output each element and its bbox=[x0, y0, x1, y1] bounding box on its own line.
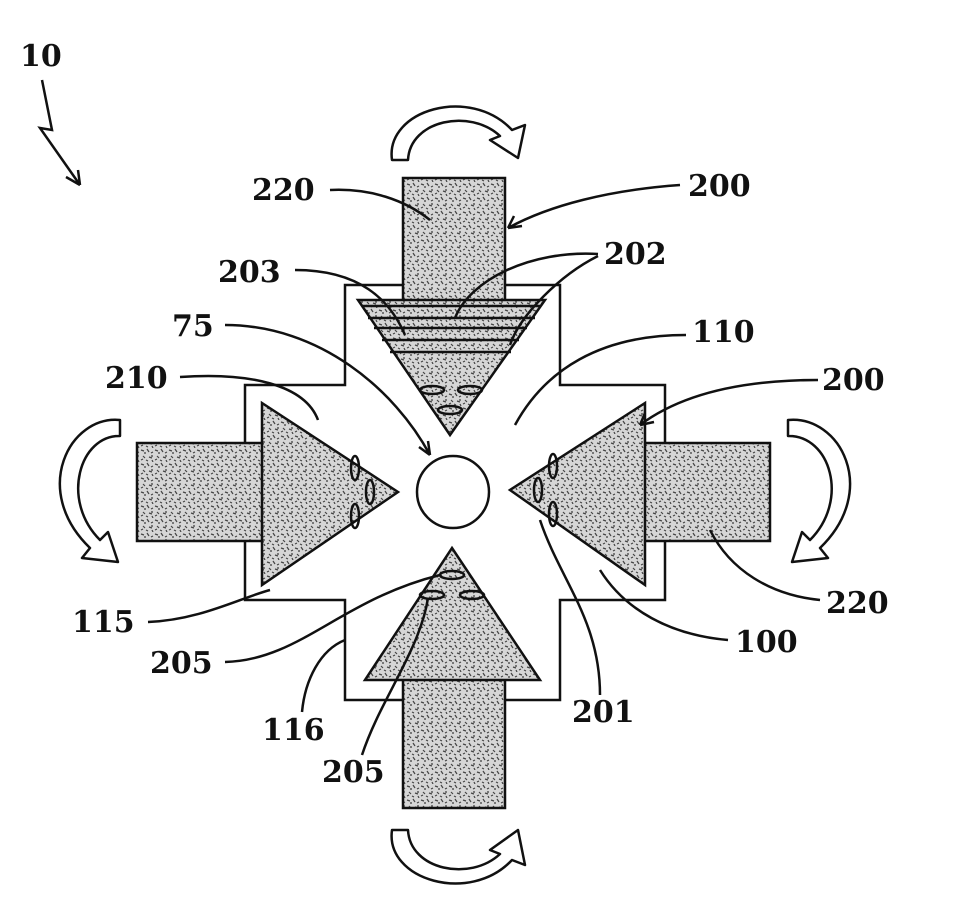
label-220-top: 220 bbox=[252, 173, 315, 208]
label-10: 10 bbox=[20, 39, 62, 74]
label-220-right: 220 bbox=[826, 586, 889, 621]
leader-210 bbox=[179, 374, 320, 421]
label-200-right: 200 bbox=[822, 363, 885, 398]
leader-202 bbox=[453, 252, 599, 346]
right-die bbox=[507, 400, 772, 588]
leader-75 bbox=[224, 323, 432, 457]
leader-10 bbox=[37, 79, 82, 186]
left-die bbox=[135, 400, 401, 588]
leader-205-a bbox=[224, 573, 441, 664]
leader-220-top bbox=[329, 188, 431, 221]
rotation-arrow-top bbox=[390, 105, 527, 162]
leader-205-b bbox=[360, 597, 430, 756]
leader-203 bbox=[294, 268, 407, 336]
label-205-b: 205 bbox=[322, 755, 385, 790]
arrowhead-10 bbox=[65, 169, 82, 187]
label-203: 203 bbox=[218, 255, 281, 290]
leader-116 bbox=[300, 638, 346, 713]
leader-200-top bbox=[506, 183, 681, 230]
label-115: 115 bbox=[72, 605, 135, 640]
leader-220-right bbox=[708, 529, 821, 602]
leader-115 bbox=[147, 588, 271, 624]
label-75: 75 bbox=[172, 309, 214, 344]
label-202: 202 bbox=[604, 237, 667, 272]
rotation-arrow-right bbox=[786, 418, 852, 564]
label-100: 100 bbox=[735, 625, 798, 660]
bottom-die bbox=[362, 545, 543, 810]
label-210: 210 bbox=[105, 361, 168, 396]
label-110: 110 bbox=[692, 315, 755, 350]
leader-200-right bbox=[638, 378, 819, 427]
leader-201 bbox=[538, 519, 602, 696]
label-200-top: 200 bbox=[688, 169, 751, 204]
label-201: 201 bbox=[572, 695, 635, 730]
workpiece-circle bbox=[415, 454, 491, 530]
housing-outline bbox=[243, 283, 667, 702]
label-205-a: 205 bbox=[150, 646, 213, 681]
leader-110 bbox=[513, 333, 687, 426]
leader-100 bbox=[598, 569, 729, 642]
rotation-arrow-left bbox=[58, 418, 122, 564]
label-116: 116 bbox=[262, 713, 325, 748]
rotation-arrow-bottom bbox=[390, 828, 527, 885]
